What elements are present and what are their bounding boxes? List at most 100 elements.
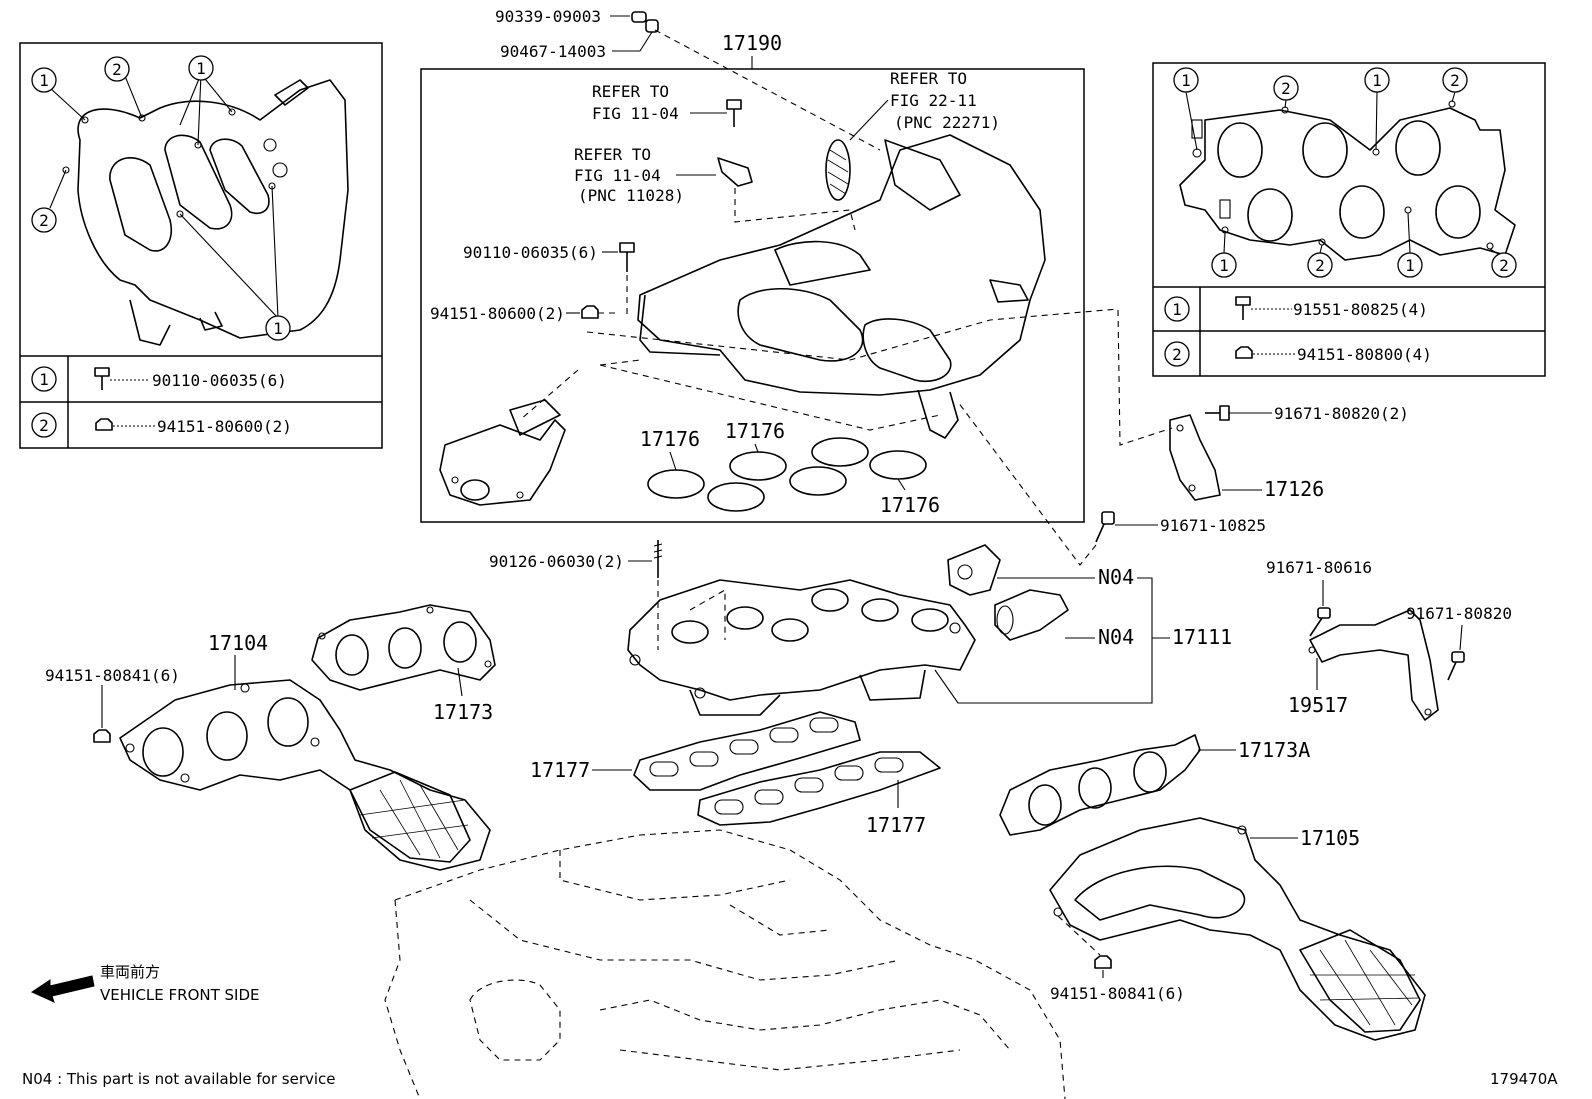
right-inset-mark: 1: [1219, 256, 1229, 275]
label-17176: 17176: [880, 493, 940, 517]
label-n04: N04: [1098, 565, 1134, 589]
sensor-group-17111: N04 N04 17111: [934, 544, 1232, 704]
right-inset-mark: 1: [1181, 71, 1191, 90]
engine-block-outline: [384, 829, 1066, 1099]
bolt-91671-10825: 91671-10825: [957, 401, 1266, 566]
left-inset-mark: 2: [112, 60, 122, 79]
bracket-17126: 91671-80820(2) 17126: [1117, 309, 1409, 501]
left-inset-row-key: 1: [39, 370, 49, 389]
label-91671-80820: 91671-80820: [1406, 604, 1512, 623]
exhaust-gasket-17173: [311, 604, 496, 691]
right-inset-mark: 1: [1405, 256, 1415, 275]
left-inset-mark: 2: [39, 211, 49, 230]
exhaust-manifold-17105: [1049, 817, 1426, 1041]
left-inset-row-key: 2: [39, 416, 49, 435]
refer-fig-label: FIG 22-11: [890, 91, 977, 110]
right-inset-frame: [1152, 62, 1546, 377]
label-17173A: 17173A: [1238, 738, 1310, 762]
nut-icon: [581, 305, 599, 319]
left-inset-frame: [19, 42, 383, 449]
label-91671-80820-2: 91671-80820(2): [1274, 404, 1409, 423]
bolt-icon: [1447, 651, 1465, 681]
bolt-icon: [1309, 607, 1331, 637]
filter-screen: [825, 139, 851, 201]
label-17173: 17173: [433, 700, 493, 724]
footnote: N04 : This part is not available for ser…: [22, 1070, 336, 1088]
label-94151-80841: 94151-80841(6): [45, 666, 180, 685]
label-90339-09003: 90339-09003: [495, 7, 601, 26]
bracket-part: [717, 157, 753, 187]
exhaust-manifold-17104: [119, 679, 491, 871]
left-inset-row-part: 90110-06035(6): [152, 371, 287, 390]
vehicle-front-label-jp: 車両前方: [100, 963, 160, 981]
gasket-17177-right: [697, 751, 941, 826]
label-91671-10825: 91671-10825: [1160, 516, 1266, 535]
bolt-icon: [726, 99, 742, 127]
right-inset-row-key: 2: [1172, 345, 1182, 364]
label-17176: 17176: [640, 427, 700, 451]
plenum-group-frame: [420, 68, 1085, 523]
refer-pnc-label: (PNC 22271): [894, 113, 1000, 132]
label-94151-80841: 94151-80841(6): [1050, 984, 1185, 1003]
label-17105: 17105: [1300, 826, 1360, 850]
refer-fig-label: FIG 11-04: [574, 166, 661, 185]
refer-to-label: REFER TO: [592, 82, 669, 101]
label-90126-06030: 90126-06030(2): [489, 552, 624, 571]
label-17176: 17176: [725, 419, 785, 443]
right-inset-row-part: 94151-80800(4): [1297, 345, 1432, 364]
figure-id: 179470A: [1490, 1070, 1558, 1088]
exhaust-gasket-17173A: [999, 734, 1201, 836]
throttle-body: [439, 399, 566, 506]
right-inset-mark: 2: [1315, 256, 1325, 275]
sensor-part: [947, 544, 1001, 596]
intake-plenum-group: 17190 90339-09003 90467-14003 REFER TO F…: [420, 7, 1119, 523]
gasket-17177-left: [633, 711, 861, 791]
vehicle-front-label: VEHICLE FRONT SIDE: [100, 986, 260, 1004]
label-17177: 17177: [866, 813, 926, 837]
left-inset-mark: 1: [196, 59, 206, 78]
stud-90126: 90126-06030(2): [489, 540, 726, 650]
bolt-icon: [1095, 511, 1115, 543]
right-inset-row-key: 1: [1172, 300, 1182, 319]
bracket-19517: 91671-80616 91671-80820 19517: [1266, 558, 1512, 721]
label-94151-80600: 94151-80600(2): [430, 304, 565, 323]
label-19517: 19517: [1288, 693, 1348, 717]
intake-plenum: [637, 134, 1046, 439]
bolt-icon: [94, 367, 110, 390]
vehicle-front-arrow-icon: [30, 975, 95, 1003]
label-n04: N04: [1098, 625, 1134, 649]
right-inset-mark: 1: [1372, 71, 1382, 90]
label-90110-06035: 90110-06035(6): [463, 243, 598, 262]
right-inset-mark: 2: [1450, 71, 1460, 90]
left-inset-manifold-drawing: [49, 73, 349, 346]
refer-to-label: REFER TO: [574, 145, 651, 164]
nut-icon: [95, 418, 113, 431]
bolt-icon: [619, 242, 635, 272]
label-90467-14003: 90467-14003: [500, 42, 606, 61]
label-17104: 17104: [208, 631, 268, 655]
vacuum-fitting: [631, 11, 659, 33]
refer-to-label: REFER TO: [890, 69, 967, 88]
refer-fig-label: FIG 11-04: [592, 104, 679, 123]
lower-intake-manifold: [627, 579, 976, 716]
bolt-icon: [1235, 296, 1251, 320]
sensor-part: [994, 589, 1069, 641]
right-inset-gasket-drawing: [1179, 91, 1516, 261]
left-inset-mark: 1: [273, 319, 283, 338]
left-inset: 1 2 1 1 2 1 90110-06035(6) 2 94151-80600…: [19, 42, 383, 449]
label-17111: 17111: [1172, 625, 1232, 649]
label-17190: 17190: [722, 31, 782, 55]
label-17177: 17177: [530, 758, 590, 782]
refer-pnc-label: (PNC 11028): [578, 186, 684, 205]
right-inset-mark: 2: [1281, 79, 1291, 98]
right-inset: 1 2 1 2 1 2 1 2 1 91551-80825(4) 2 94151…: [1152, 62, 1546, 377]
right-inset-mark: 2: [1499, 256, 1509, 275]
left-inset-mark: 1: [39, 71, 49, 90]
label-91671-80616: 91671-80616: [1266, 558, 1372, 577]
bolt-icon: [1205, 405, 1230, 421]
left-inset-row-part: 94151-80600(2): [157, 417, 292, 436]
right-inset-row-part: 91551-80825(4): [1293, 300, 1428, 319]
nut-icon: [1094, 955, 1112, 969]
nut-icon: [93, 729, 111, 743]
